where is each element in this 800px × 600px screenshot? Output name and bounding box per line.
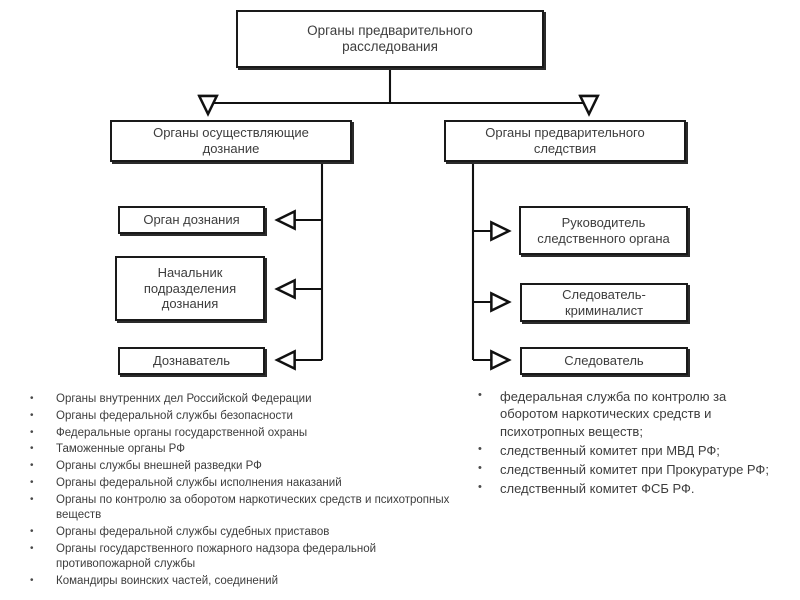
list-item: • Органы федеральной службы исполнения на…	[30, 476, 450, 491]
node-inquiry-child-1: Орган дознания	[118, 206, 265, 234]
bullet-icon: •	[30, 409, 34, 421]
list-item: • следственный комитет ФСБ РФ.	[478, 480, 778, 497]
node-root: Органы предварительного расследования	[236, 10, 544, 68]
node-inquiry-child-2-label: Начальник подразделения дознания	[143, 264, 237, 312]
list-item-label: следственный комитет ФСБ РФ.	[500, 481, 695, 497]
node-investigation-branch: Органы предварительного следствия	[444, 120, 686, 162]
list-item-label: следственный комитет при МВД РФ;	[500, 442, 720, 458]
bullet-icon: •	[30, 525, 34, 537]
node-inquiry-child-3-label: Дознаватель	[152, 353, 231, 369]
bullet-icon: •	[478, 442, 482, 455]
list-item-label: Таможенные органы РФ	[56, 443, 185, 456]
list-item-label: Органы государственного пожарного надзор…	[56, 542, 377, 570]
list-item-label: федеральная служба по контролю за оборот…	[500, 389, 727, 439]
list-item: • Органы по контролю за оборотом наркотич…	[30, 493, 450, 524]
list-item-label: Органы по контролю за оборотом наркотиче…	[56, 493, 450, 521]
list-item-label: Органы службы внешней разведки РФ	[56, 460, 262, 473]
list-item: • Органы внутренних дел Российской Федера…	[30, 392, 450, 407]
list-item-label: Органы внутренних дел Российской Федерац…	[56, 393, 312, 405]
list-item: • Таможенные органы РФ	[30, 442, 450, 457]
list-item-label: Командиры воинских частей, соединений	[56, 574, 279, 587]
node-investigation-child-2: Следователь- криминалист	[520, 283, 688, 322]
list-item: • следственный комитет при МВД РФ;	[478, 442, 778, 459]
list-item-label: Органы федеральной службы безопасности	[56, 409, 293, 422]
node-inquiry-branch: Органы осуществляющие дознание	[110, 120, 352, 162]
list-investigation-bodies: • федеральная служба по контролю за оборо…	[478, 388, 778, 500]
node-investigation-child-1: Руководитель следственного органа	[519, 206, 688, 255]
list-item: • федеральная служба по контролю за оборо…	[478, 388, 778, 440]
list-inquiry-bodies: • Органы внутренних дел Российской Федера…	[30, 392, 450, 590]
list-item: • Командиры воинских частей, соединений	[30, 574, 450, 589]
bullet-icon: •	[30, 574, 34, 586]
node-investigation-child-1-label: Руководитель следственного органа	[537, 214, 670, 246]
list-item-label: Органы федеральной службы исполнения нак…	[56, 476, 342, 489]
node-inquiry-child-2: Начальник подразделения дознания	[115, 256, 265, 321]
node-root-label: Органы предварительного расследования	[307, 22, 473, 54]
bullet-icon: •	[30, 476, 34, 488]
bullet-icon: •	[30, 443, 34, 455]
node-investigation-child-3: Следователь	[520, 347, 688, 375]
bullet-icon: •	[30, 460, 34, 472]
bullet-icon: •	[478, 481, 482, 494]
list-item: • Федеральные органы государственной охра…	[30, 426, 450, 441]
bullet-icon: •	[30, 542, 34, 554]
list-item-label: Органы федеральной службы судебных прист…	[56, 525, 330, 538]
node-investigation-branch-label: Органы предварительного следствия	[485, 125, 645, 156]
bullet-icon: •	[478, 462, 482, 475]
bullet-icon: •	[478, 389, 482, 401]
list-item-label: следственный комитет при Прокуратуре РФ;	[500, 462, 769, 478]
bullet-icon: •	[30, 493, 34, 505]
list-item: • Органы государственного пожарного надзо…	[30, 542, 450, 573]
list-item: • следственный комитет при Прокуратуре РФ…	[478, 461, 778, 478]
node-investigation-child-3-label: Следователь	[564, 353, 644, 369]
list-item-label: Федеральные органы государственной охран…	[56, 426, 308, 439]
node-inquiry-child-3: Дознаватель	[118, 347, 265, 375]
list-item: • Органы федеральной службы судебных прис…	[30, 525, 450, 540]
list-item: • Органы службы внешней разведки РФ	[30, 459, 450, 474]
bullet-icon: •	[30, 426, 34, 438]
node-investigation-child-2-label: Следователь- криминалист	[562, 286, 646, 318]
bullet-icon: •	[30, 393, 34, 404]
node-inquiry-branch-label: Органы осуществляющие дознание	[153, 125, 309, 156]
node-inquiry-child-1-label: Орган дознания	[143, 212, 240, 228]
list-item: • Органы федеральной службы безопасности	[30, 409, 450, 424]
